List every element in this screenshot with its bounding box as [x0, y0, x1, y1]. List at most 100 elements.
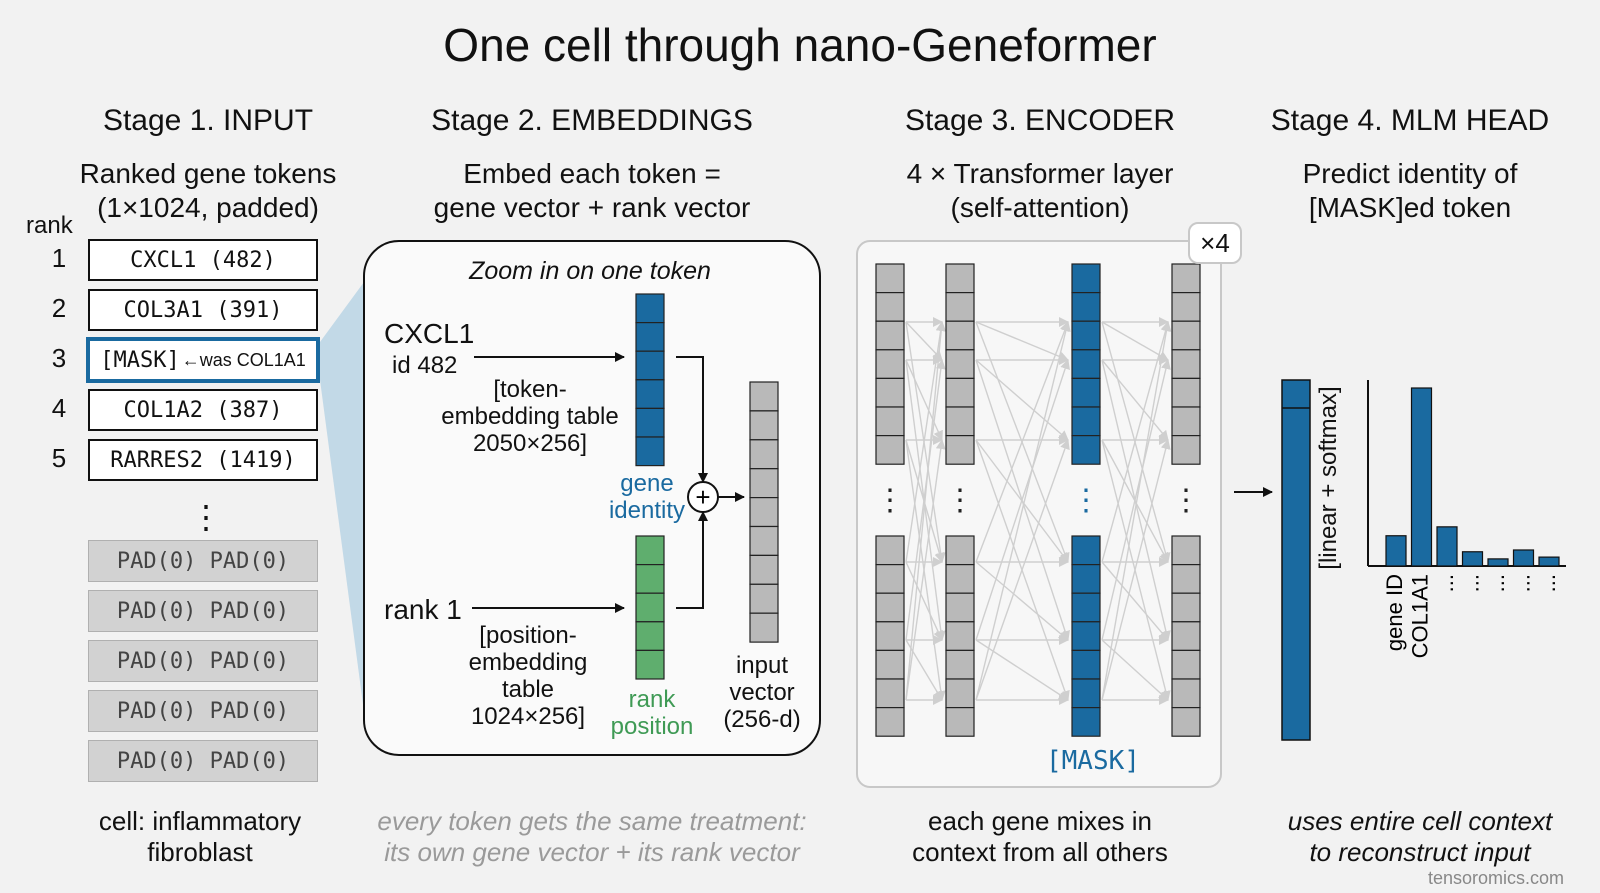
attention-line — [905, 439, 946, 701]
gene-token: RARRES2 (1419) — [88, 439, 318, 481]
attention-line — [1101, 639, 1169, 701]
attention-line — [905, 321, 947, 701]
input-vector-label: input vector (256-d) — [710, 652, 814, 733]
attention-line — [975, 561, 1069, 641]
stage-1-subtitle-line1: Ranked gene tokens — [79, 158, 337, 189]
encoder-token-cell — [1171, 435, 1201, 465]
encoder-token-cell — [875, 320, 905, 351]
gene-identity-line2: identity — [608, 497, 686, 524]
encoder-token-cell — [1171, 706, 1201, 737]
stage-4-subtitle-line2: [MASK]ed token — [1308, 192, 1512, 223]
zoom-gene-name: CXCL1 — [384, 318, 475, 349]
pad-token-label: PAD(0) PAD(0) — [116, 548, 290, 574]
input-vector — [749, 381, 779, 643]
encoder-token-cell — [1171, 406, 1201, 437]
attention-line — [975, 359, 1070, 641]
layer-repeat-badge: ×4 — [1188, 222, 1242, 264]
encoder-token-cell — [875, 649, 905, 680]
mask-token-label: [MASK] — [100, 347, 180, 373]
encoder-token-cell — [1071, 649, 1101, 680]
pos-table-line4: 1024×256] — [470, 703, 586, 730]
attention-line — [1101, 359, 1169, 441]
gene-identity-line1: gene — [620, 470, 674, 497]
zoom-title: Zoom in on one token — [469, 257, 711, 285]
attention-line — [975, 639, 1069, 701]
encoder-token-cell — [1171, 563, 1201, 594]
rank-number: 1 — [51, 243, 67, 273]
encoder-token-cell — [1171, 535, 1201, 566]
encoder-columns: ⋮⋮⋮⋮ — [875, 263, 1201, 737]
attention-line — [975, 439, 1070, 701]
rank-vector-cell — [635, 535, 665, 566]
rank-position-line1: rank — [628, 686, 676, 713]
pad-token: PAD(0) PAD(0) — [88, 740, 318, 782]
stage-2-footer-line2: its own gene vector + its rank vector — [384, 837, 800, 867]
rank-number: 3 — [51, 343, 67, 373]
pad-token: PAD(0) PAD(0) — [88, 640, 318, 682]
encoder-token-cell — [875, 435, 905, 465]
encoder-token-cell — [1071, 292, 1101, 322]
prediction-bar — [1385, 535, 1407, 567]
attention-line — [905, 321, 943, 361]
head-axis-label: [linear + softmax] — [1315, 386, 1342, 570]
pad-token-label: PAD(0) PAD(0) — [116, 648, 290, 674]
gene-token-label: RARRES2 (1419) — [110, 447, 296, 473]
rank-position-label: rank position — [592, 686, 712, 740]
stage-3-subtitle-line1: 4 × Transformer layer — [906, 158, 1174, 189]
encoder-token-cell — [875, 377, 905, 408]
encoder-token-cell — [1171, 349, 1201, 379]
attention-line — [905, 359, 943, 441]
encoder-token-cell — [875, 621, 905, 651]
bar-label: gene ID — [1382, 574, 1407, 651]
encoder-token-cell — [875, 349, 905, 379]
gene-vector-cell — [635, 322, 665, 352]
stage-2-footer-line1: every token gets the same treatment: — [377, 806, 807, 836]
gene-token: COL1A2 (387) — [88, 389, 318, 431]
token-embedding-table-label: [token- embedding table 2050×256] — [420, 376, 640, 457]
encoder-token-cell — [945, 621, 975, 651]
encoder-token-cell — [1171, 320, 1201, 351]
stage-4-subtitle-line1: Predict identity of — [1302, 158, 1518, 189]
input-vector-cell — [749, 381, 779, 412]
credit-text: tensoromics.com — [1427, 868, 1564, 888]
encoder-token-cell — [945, 406, 975, 437]
encoder-token-cell — [875, 292, 905, 322]
rank-position-vector — [635, 535, 665, 680]
zoom-rank-name: rank 1 — [384, 594, 462, 625]
pad-token: PAD(0) PAD(0) — [88, 590, 318, 632]
encoder-token-cell — [945, 678, 975, 709]
encoder-token-cell — [945, 435, 975, 465]
gene-token-label: COL1A2 (387) — [123, 397, 283, 423]
stage-1-subtitle-line2: (1×1024, padded) — [97, 192, 319, 223]
stage-3-subtitle: 4 × Transformer layer (self-attention) — [840, 157, 1240, 225]
encoder-token-cell — [1071, 592, 1101, 623]
encoder-ellipsis: ⋮ — [1171, 484, 1201, 517]
head-vector-bar — [1281, 379, 1311, 741]
attention-line — [975, 359, 1069, 441]
encoder-token-cell — [945, 320, 975, 351]
pad-token-label: PAD(0) PAD(0) — [116, 598, 290, 624]
encoder-token-cell — [945, 592, 975, 623]
gene-vector-cell — [635, 293, 665, 324]
rank-number: 4 — [51, 393, 67, 423]
gene-vector-cell — [635, 379, 665, 409]
prediction-bar — [1512, 549, 1535, 567]
input-vector-cell — [749, 468, 779, 499]
gene-identity-vector — [635, 293, 665, 467]
input-vector-cell — [749, 554, 779, 585]
encoder-token-cell — [1171, 621, 1201, 651]
attention-line — [1101, 321, 1171, 563]
attention-line — [905, 359, 946, 641]
rank-vector-cell — [635, 621, 665, 651]
stage-4-footer-line1: uses entire cell context — [1287, 806, 1553, 836]
input-vector-cell — [749, 497, 779, 528]
encoder-ellipsis: ⋮ — [945, 484, 975, 517]
encoder-token-cell — [875, 406, 905, 437]
encoder-token-cell — [945, 649, 975, 680]
rank-column-label: rank — [26, 212, 73, 239]
stage-4-footer: uses entire cell context to reconstruct … — [1240, 806, 1600, 868]
rank-number: 2 — [51, 293, 67, 323]
input-vector-cell — [749, 612, 779, 643]
encoder-token-cell — [1071, 263, 1101, 294]
rank-to-sum-arrow — [676, 511, 708, 609]
